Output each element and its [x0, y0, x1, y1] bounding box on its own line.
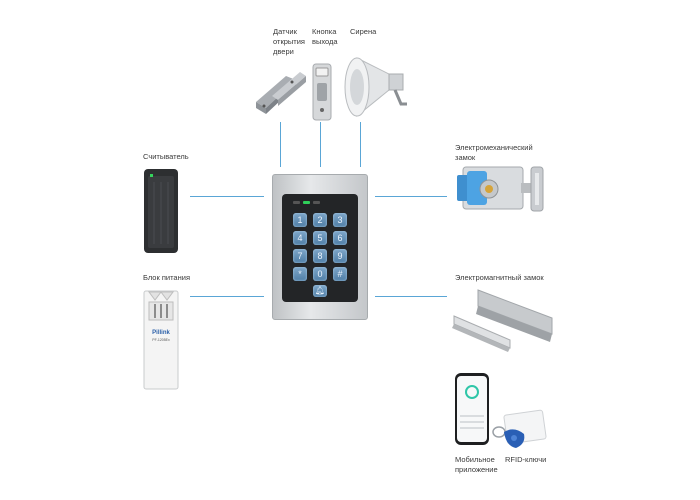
- label-exit-button: Кнопка выхода: [312, 27, 338, 46]
- connector-electromechanical-lock: [375, 196, 447, 197]
- phone-app-ring: [465, 385, 479, 399]
- reader-device: [142, 168, 180, 254]
- rfid-fob: [492, 422, 528, 452]
- connector-door-sensor: [280, 122, 281, 167]
- electromagnetic-lock-device: [452, 288, 560, 356]
- connector-electromagnetic-lock: [375, 296, 447, 297]
- phone-list-row: [460, 427, 484, 429]
- exit-button-device: [312, 63, 332, 121]
- keypad-key-hash[interactable]: #: [333, 267, 347, 281]
- keypad-led-green: [303, 201, 310, 204]
- label-electromagnetic-lock: Электромагнитный замок: [455, 273, 544, 282]
- keypad-key-0[interactable]: 0: [313, 267, 327, 281]
- keypad-key-1[interactable]: 1: [293, 213, 307, 227]
- keypad-key-8[interactable]: 8: [313, 249, 327, 263]
- label-mobile-app: Мобильное приложение: [455, 455, 498, 474]
- label-electromechanical-lock: Электромеханический замок: [455, 143, 533, 162]
- phone-list-row: [460, 421, 484, 423]
- label-door-sensor: Датчик открытия двери: [273, 27, 305, 56]
- keypad-key-5[interactable]: 5: [313, 231, 327, 245]
- keypad-key-6[interactable]: 6: [333, 231, 347, 245]
- phone-list-row: [460, 415, 484, 417]
- keypad-key-9[interactable]: 9: [333, 249, 347, 263]
- power-supply-device: Pillink PF-1205Ex: [143, 290, 179, 390]
- power-supply-brand: Pillink: [152, 330, 170, 336]
- keypad-led-right: [313, 201, 320, 204]
- label-reader: Считыватель: [143, 152, 189, 161]
- label-power-supply: Блок питания: [143, 273, 190, 282]
- keypad-led-left: [293, 201, 300, 204]
- keypad-key-7[interactable]: 7: [293, 249, 307, 263]
- smartphone-device: [455, 373, 489, 445]
- keypad-controller: 1 2 3 4 5 6 7 8 9 * 0 # 🔔︎: [272, 174, 368, 320]
- electromechanical-lock-device: [455, 163, 547, 215]
- door-sensor-device: [252, 62, 308, 118]
- siren-device: [343, 50, 413, 120]
- label-rfid-keys: RFID-ключи: [505, 455, 547, 464]
- connector-exit-button: [320, 122, 321, 167]
- bell-icon[interactable]: 🔔︎: [313, 285, 327, 297]
- keypad-panel: [282, 194, 358, 302]
- keypad-key-star[interactable]: *: [293, 267, 307, 281]
- keypad-key-3[interactable]: 3: [333, 213, 347, 227]
- keypad-key-4[interactable]: 4: [293, 231, 307, 245]
- label-siren: Сирена: [350, 27, 377, 36]
- keypad-key-2[interactable]: 2: [313, 213, 327, 227]
- connector-reader: [190, 196, 264, 197]
- power-supply-model: PF-1205Ex: [152, 338, 170, 342]
- connector-siren: [360, 122, 361, 167]
- connector-power-supply: [190, 296, 264, 297]
